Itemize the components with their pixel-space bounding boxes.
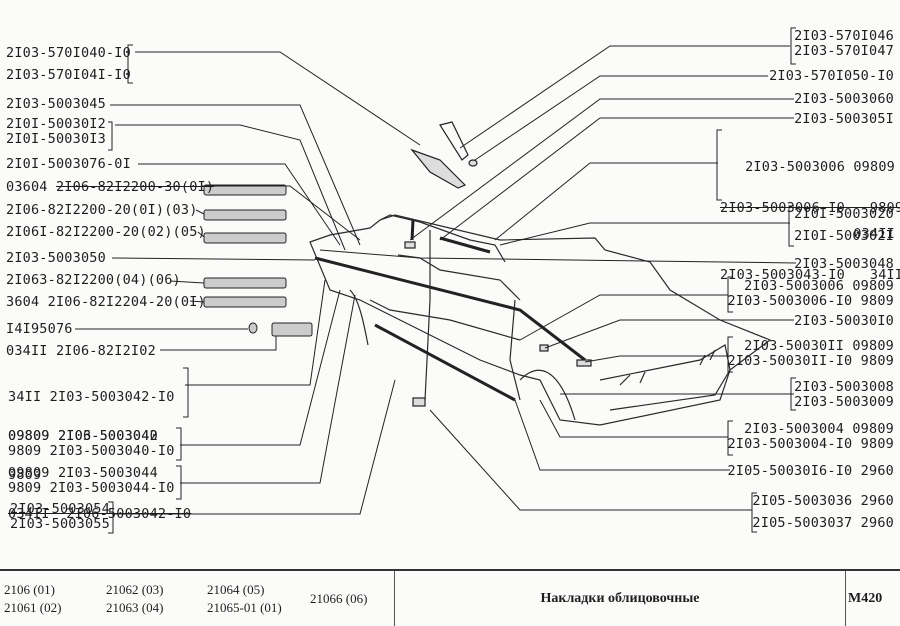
- rear-end: [599, 344, 731, 411]
- part-label-l7: 2I06I-82I2200-20(02)(05): [6, 224, 206, 240]
- part-label-l11: I4I95076: [6, 321, 73, 337]
- part-label-r9: 2I03-50030I0: [794, 313, 894, 329]
- part-label-l6: 2I06-82I2200-20(0I)(03): [6, 202, 198, 218]
- door-pillar: [424, 230, 431, 401]
- part-label-r2: 2I03-570I050-I0: [769, 68, 894, 84]
- part-label-l12: 034II 2I06-82I2I02: [6, 343, 156, 359]
- sheet-title: Накладки облицовочные: [540, 591, 700, 606]
- roof-molding: [439, 236, 491, 254]
- part-label-r5: 2I03-5003006 09809 2I03-5003006-I0 9809 …: [720, 159, 900, 283]
- part-label-l4: 2I0I-5003076-0I: [6, 156, 131, 172]
- tail-lights: [619, 349, 716, 386]
- part-label-l5: 03604 2I06-82I2200-30(0I): [6, 179, 215, 195]
- small-parts: [404, 121, 592, 407]
- part-label-r3: 2I03-5003060: [794, 91, 894, 107]
- part-label-l8: 2I03-5003050: [6, 250, 106, 266]
- part-label-l2: 2I03-5003045: [6, 96, 106, 112]
- bracket-part: [439, 121, 469, 161]
- divider: [845, 571, 846, 626]
- part-label-l10: 3604 2I06-82I2204-20(0I): [6, 294, 206, 310]
- title-block: 2106 (01)21061 (02) 21062 (03)21063 (04)…: [0, 569, 900, 626]
- clip-part: [539, 344, 549, 352]
- model-col-3: 21064 (05)21065-01 (01): [207, 582, 282, 615]
- model-col-4: 21066 (06): [310, 591, 368, 606]
- sheet-code: M420: [848, 591, 883, 606]
- part-label-l13: 34II 2I03-5003042-I0 09809 2I06-5003042 …: [8, 389, 192, 522]
- badges: [203, 184, 313, 337]
- pad-part: [412, 397, 426, 407]
- belt-molding: [314, 256, 586, 362]
- part-label-r13: 2I05-50030I6-I0 2960: [727, 463, 894, 479]
- car-outline: [309, 214, 772, 426]
- part-label-r4: 2I03-500305I: [794, 111, 894, 127]
- windshield-frame: [379, 214, 506, 263]
- emblem-part: [248, 322, 258, 334]
- clip-part: [576, 359, 592, 367]
- model-col-1: 2106 (01)21061 (02): [4, 582, 62, 615]
- rear-wheel-arch: [519, 369, 576, 421]
- sill-molding: [374, 323, 516, 402]
- part-label-l9: 2I063-82I2200(04)(06): [6, 272, 181, 288]
- plug-part: [468, 159, 478, 167]
- rear-door-edge: [509, 299, 521, 401]
- clip-part: [404, 241, 416, 249]
- pillar-molding: [410, 219, 415, 241]
- part-label-r7: 2I03-5003048: [794, 256, 894, 272]
- car-exploded-diagram: [75, 27, 797, 534]
- door-crease: [369, 299, 521, 341]
- leader-lines: [75, 27, 797, 534]
- divider: [394, 571, 395, 626]
- moldings: [314, 219, 586, 402]
- front-wheel-arch: [349, 289, 369, 346]
- side-repeater: [410, 148, 467, 189]
- model-col-2: 21062 (03)21063 (04): [106, 582, 164, 615]
